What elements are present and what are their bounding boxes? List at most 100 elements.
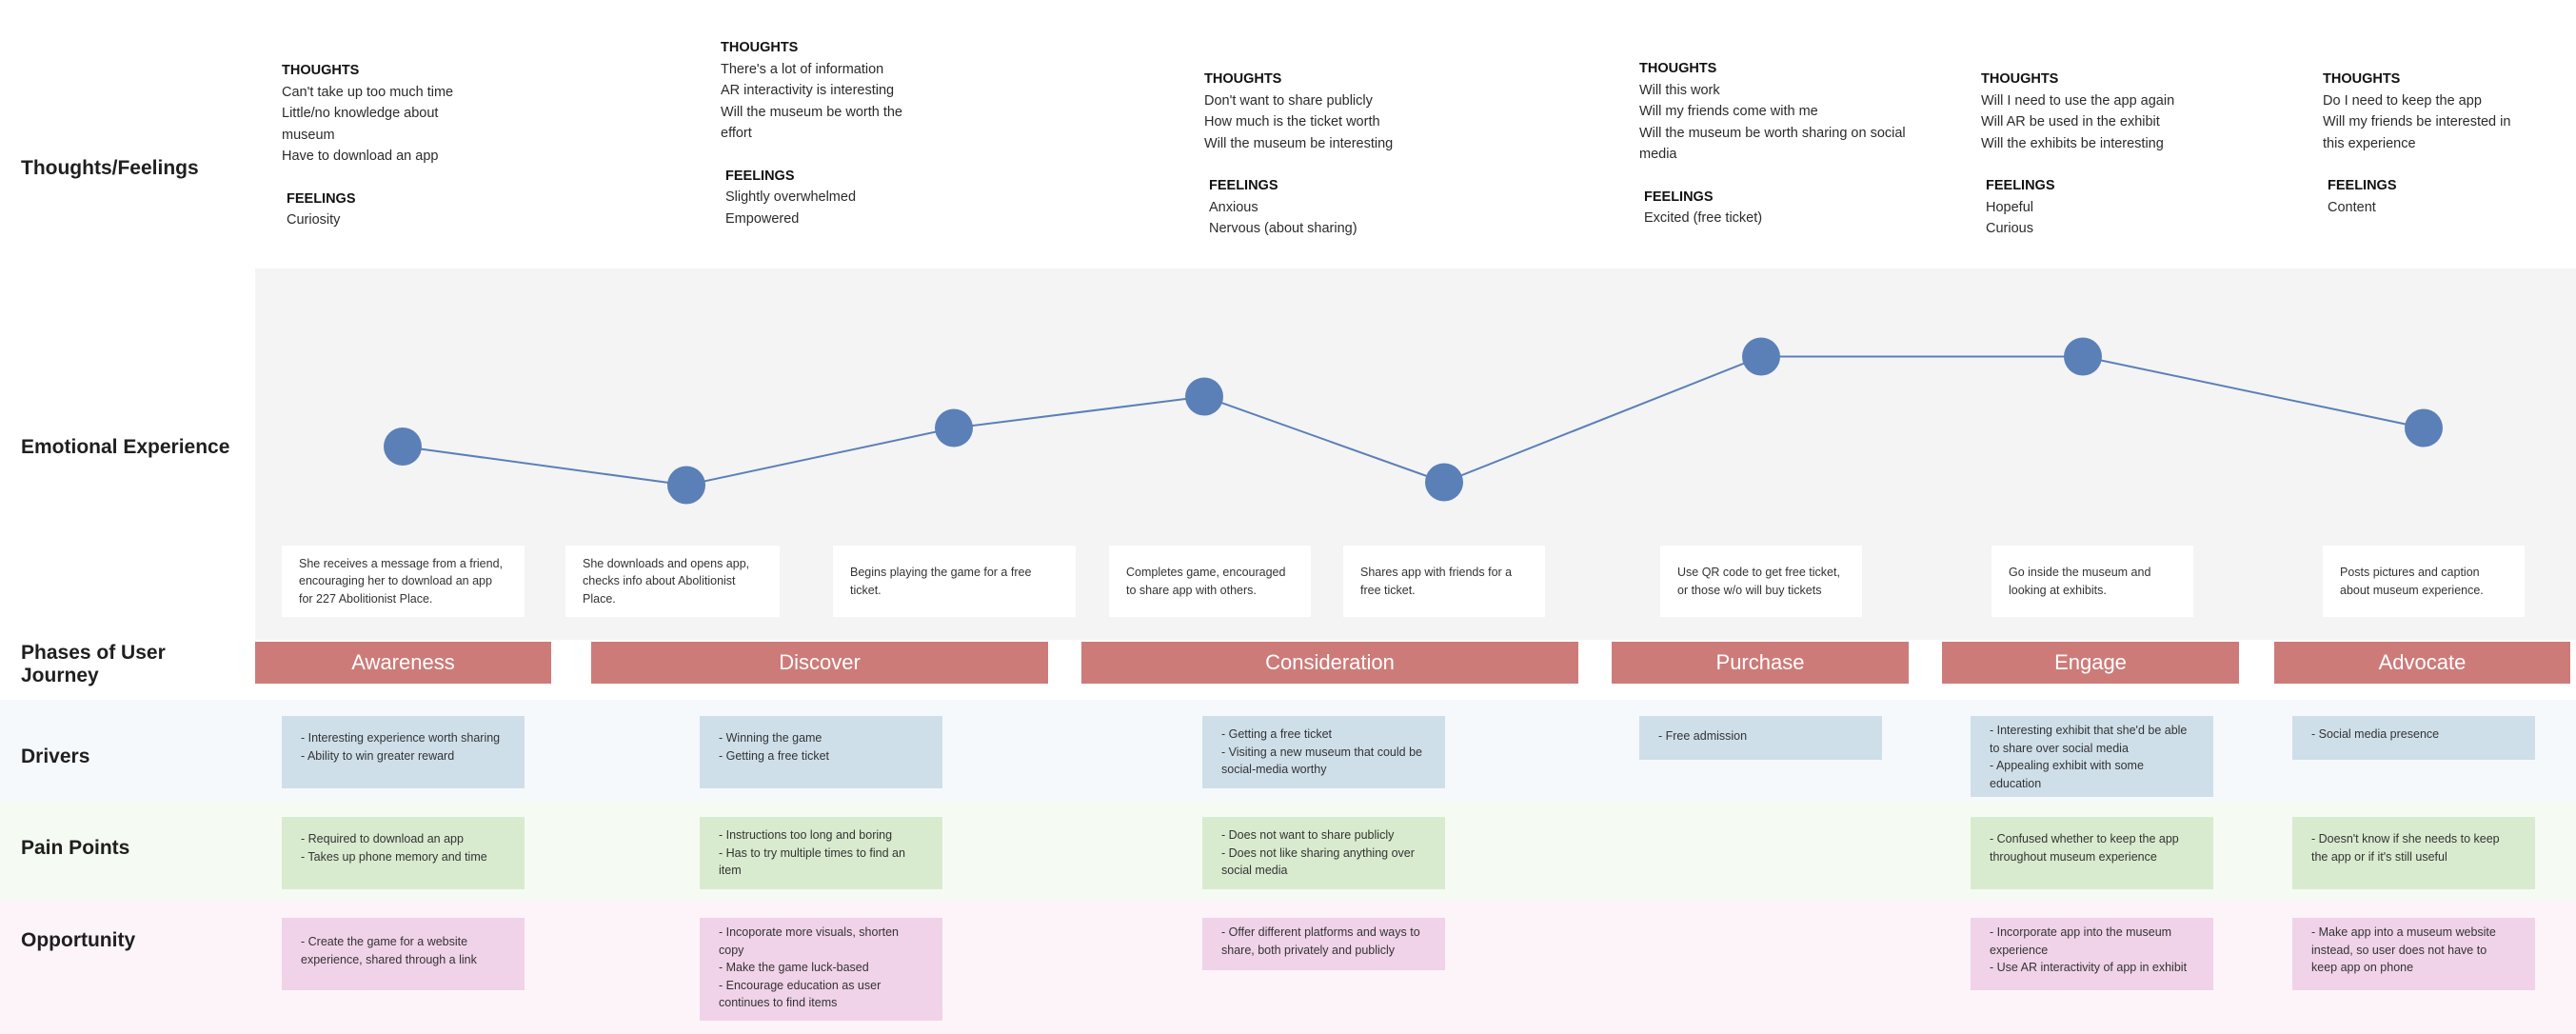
pain-point-line: - Does not like sharing anything over xyxy=(1221,845,1415,860)
pain-point-line: - Takes up phone memory and time xyxy=(301,849,487,864)
scenario-card: Begins playing the game for a free ticke… xyxy=(833,546,1076,617)
pain-point-line: - Instructions too long and boring xyxy=(719,828,893,842)
pain-point-line: throughout museum experience xyxy=(1990,849,2157,864)
thoughts-heading: THOUGHTS xyxy=(2323,71,2401,87)
feeling-line: Content xyxy=(2328,199,2376,215)
feelings-block: FEELINGS Content xyxy=(2328,175,2510,218)
thought-line: Will my friends come with me xyxy=(1639,104,1818,119)
feeling-line: Curious xyxy=(1986,221,2033,236)
thoughts-feelings-column: THOUGHTS Don't want to share publicly Ho… xyxy=(1204,69,1393,240)
driver-line: - Free admission xyxy=(1658,729,1748,743)
thought-line: Will the exhibits be interesting xyxy=(1981,135,2164,151)
emotion-point-1 xyxy=(384,428,422,466)
thought-line: Will I need to use the app again xyxy=(1981,92,2175,109)
feelings-block: FEELINGS Anxious Nervous (about sharing) xyxy=(1209,175,1393,240)
row-label-opportunity: Opportunity xyxy=(21,929,136,951)
opportunity-line: copy xyxy=(719,943,744,957)
emotion-point-6 xyxy=(1742,337,1780,376)
pain-point-card: - Instructions too long and boring - Has… xyxy=(700,817,942,889)
opportunity-line: instead, so user does not have to xyxy=(2311,943,2487,957)
driver-line: education xyxy=(1990,776,2042,790)
opportunity-line: - Make app into a museum website xyxy=(2311,925,2496,939)
driver-card: - Interesting exhibit that she'd be able… xyxy=(1971,716,2213,797)
thought-line: How much is the ticket worth xyxy=(1204,114,1380,129)
feeling-line: Hopeful xyxy=(1986,199,2033,215)
emotion-point-4 xyxy=(1185,377,1223,416)
feelings-heading: FEELINGS xyxy=(2328,178,2397,193)
row-label-thoughts-feelings: Thoughts/Feelings xyxy=(21,157,199,179)
emotion-point-5 xyxy=(1425,463,1463,502)
phase-engage: Engage xyxy=(1942,642,2239,684)
feeling-line: Anxious xyxy=(1209,199,1258,215)
driver-line: - Social media presence xyxy=(2311,727,2440,741)
driver-line: - Visiting a new museum that could be xyxy=(1221,745,1422,759)
driver-card: - Interesting experience worth sharing -… xyxy=(282,716,525,788)
driver-line: - Getting a free ticket xyxy=(1221,727,1333,741)
feelings-heading: FEELINGS xyxy=(725,168,795,184)
scenario-card: Use QR code to get free ticket, or those… xyxy=(1660,546,1862,617)
thoughts-heading: THOUGHTS xyxy=(1204,71,1282,87)
emotion-point-2 xyxy=(667,466,705,505)
pain-point-line: social media xyxy=(1221,864,1288,877)
thought-line: Will the museum be interesting xyxy=(1204,135,1394,151)
feelings-heading: FEELINGS xyxy=(1209,178,1278,193)
row-label-phases-line2: Journey xyxy=(21,665,99,686)
opportunity-line: continues to find items xyxy=(719,996,838,1009)
emotion-curve-line xyxy=(402,355,2425,487)
row-label-phases: Phases of User Journey xyxy=(21,642,166,687)
pain-point-line: - Required to download an app xyxy=(301,832,464,845)
driver-card: - Getting a free ticket - Visiting a new… xyxy=(1202,716,1445,788)
opportunity-line: - Incoporate more visuals, shorten xyxy=(719,925,899,939)
opportunity-card: - Offer different platforms and ways to … xyxy=(1202,918,1445,970)
pain-point-line: the app or if it's still useful xyxy=(2311,849,2447,864)
emotion-points xyxy=(384,337,2443,505)
thought-line: There's a lot of information xyxy=(721,61,884,77)
emotion-point-7 xyxy=(2064,337,2102,376)
feelings-heading: FEELINGS xyxy=(287,190,356,207)
emotion-point-8 xyxy=(2405,408,2443,447)
feelings-block: FEELINGS Hopeful Curious xyxy=(1986,175,2174,240)
pain-point-line: - Does not want to share publicly xyxy=(1221,828,1395,842)
thought-line: Will my friends be interested in xyxy=(2323,114,2511,129)
thought-line: Can't take up too much time xyxy=(282,84,454,100)
thought-line: Little/no knowledge about xyxy=(282,106,439,121)
pain-point-card: - Confused whether to keep the app throu… xyxy=(1971,817,2213,889)
thought-line: effort xyxy=(721,126,752,141)
thought-line: Have to download an app xyxy=(282,149,439,164)
feeling-line: Empowered xyxy=(725,210,800,227)
driver-line: - Interesting experience worth sharing xyxy=(301,731,501,745)
thought-line: this experience xyxy=(2323,135,2416,151)
pain-point-card: - Doesn't know if she needs to keep the … xyxy=(2292,817,2535,889)
scenario-card: Shares app with friends for a free ticke… xyxy=(1343,546,1545,617)
thoughts-heading: THOUGHTS xyxy=(1981,71,2059,87)
thought-line: Will this work xyxy=(1639,82,1720,98)
opportunity-card: - Make app into a museum website instead… xyxy=(2292,918,2535,990)
feelings-heading: FEELINGS xyxy=(1644,189,1714,205)
phase-purchase: Purchase xyxy=(1612,642,1909,684)
pain-point-card: - Does not want to share publicly - Does… xyxy=(1202,817,1445,889)
scenario-card: She receives a message from a friend, en… xyxy=(282,546,525,617)
thought-line: museum xyxy=(282,127,335,143)
feeling-line: Nervous (about sharing) xyxy=(1209,221,1357,236)
opportunity-line: - Create the game for a website xyxy=(301,935,468,948)
opportunity-line: - Make the game luck-based xyxy=(719,961,869,974)
row-label-emotional-experience: Emotional Experience xyxy=(21,436,230,458)
pain-point-card: - Required to download an app - Takes up… xyxy=(282,817,525,889)
feelings-block: FEELINGS Excited (free ticket) xyxy=(1644,187,1906,229)
feeling-line: Slightly overwhelmed xyxy=(725,189,857,205)
driver-line: - Winning the game xyxy=(719,731,822,745)
opportunity-card: - Incorporate app into the museum experi… xyxy=(1971,918,2213,990)
driver-line: social-media worthy xyxy=(1221,763,1327,776)
feelings-block: FEELINGS Curiosity xyxy=(287,189,453,231)
pain-point-line: - Doesn't know if she needs to keep xyxy=(2311,832,2500,845)
thought-line: Don't want to share publicly xyxy=(1204,92,1373,109)
opportunity-line: experience, shared through a link xyxy=(301,952,477,966)
row-label-pain-points: Pain Points xyxy=(21,837,130,859)
thoughts-feelings-column: THOUGHTS Will this work Will my friends … xyxy=(1639,58,1906,229)
driver-card: - Free admission xyxy=(1639,716,1882,760)
pain-point-line: - Has to try multiple times to find an xyxy=(719,845,905,860)
driver-card: - Social media presence xyxy=(2292,716,2535,760)
thoughts-heading: THOUGHTS xyxy=(1639,61,1717,76)
driver-line: - Getting a free ticket xyxy=(719,748,830,763)
